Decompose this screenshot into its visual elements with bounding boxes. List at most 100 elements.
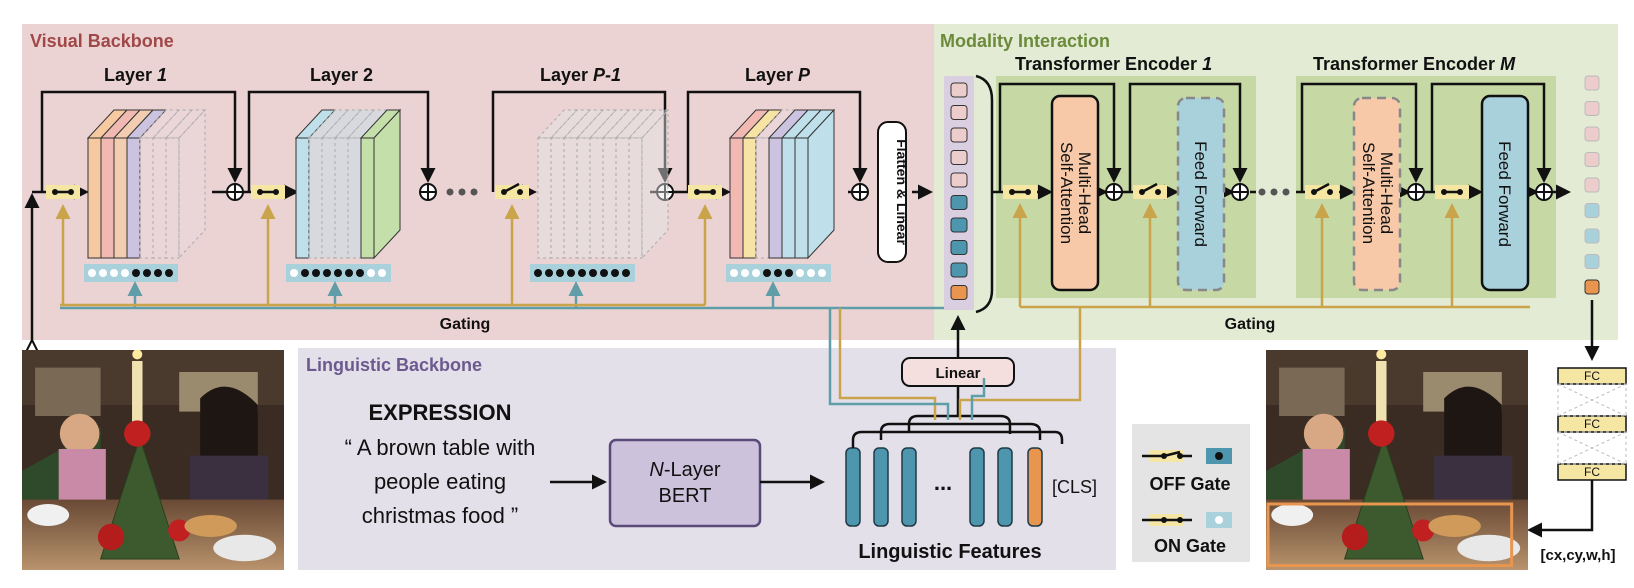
legend-off-gate: OFF Gate bbox=[1142, 448, 1232, 494]
encoder-1-title: Transformer Encoder 1 bbox=[1015, 54, 1212, 74]
slab-top bbox=[754, 109, 797, 139]
modality-interaction-title: Modality Interaction bbox=[940, 31, 1110, 51]
slab-top bbox=[320, 109, 363, 139]
slab-face bbox=[537, 137, 552, 259]
slab-side bbox=[641, 108, 669, 260]
legend-panel bbox=[1132, 424, 1250, 562]
input-image bbox=[22, 350, 284, 570]
mask-bar-layer-1 bbox=[84, 264, 178, 282]
legend-on-gate: ON Gate bbox=[1142, 512, 1232, 556]
token-cell bbox=[950, 172, 968, 188]
feature-arcs bbox=[851, 414, 1064, 448]
cls-label: [CLS] bbox=[1052, 477, 1097, 497]
slab-face bbox=[794, 137, 809, 259]
linguistic-backbone-title: Linguistic Backbone bbox=[306, 355, 482, 375]
sum-node-2 bbox=[419, 183, 437, 201]
slab-face bbox=[165, 137, 180, 259]
slab-top bbox=[138, 109, 181, 139]
fc-label-3: FC bbox=[1584, 465, 1600, 479]
slab-face bbox=[360, 137, 375, 259]
mask-bar-layer-2 bbox=[286, 264, 391, 282]
bert-label-line-2: BERT bbox=[659, 485, 712, 507]
legend-on-label: ON Gate bbox=[1154, 536, 1226, 556]
slab-top bbox=[536, 109, 579, 139]
expression-line-2: people eating bbox=[374, 469, 506, 494]
feature-ellipsis: ... bbox=[934, 470, 952, 495]
head-output-arrow bbox=[1527, 480, 1594, 538]
layer-p-1-stack bbox=[536, 108, 670, 260]
slab-top bbox=[346, 109, 389, 139]
output-token-column bbox=[1584, 75, 1600, 295]
sum-node-4 bbox=[851, 183, 869, 201]
slab-face bbox=[628, 137, 643, 259]
slab-face bbox=[295, 137, 310, 259]
slab-top bbox=[588, 109, 631, 139]
slab-side bbox=[178, 108, 206, 260]
slab-face bbox=[755, 137, 770, 259]
gate-layer-2 bbox=[251, 185, 285, 199]
token-cell bbox=[950, 240, 968, 255]
slab-top bbox=[575, 109, 618, 139]
slab-face bbox=[615, 137, 630, 259]
encoder-sum-nodes bbox=[1105, 183, 1553, 201]
encoder-m-ff-label: Feed Forward bbox=[1495, 141, 1514, 247]
bert-label-line-1: N-Layer bbox=[649, 459, 720, 481]
linear-label: Linear bbox=[935, 365, 980, 382]
slab-top bbox=[614, 109, 657, 139]
expression-line-1: “ A brown table with bbox=[345, 435, 536, 460]
token-cell bbox=[950, 150, 968, 165]
expression-title: EXPRESSION bbox=[368, 400, 511, 425]
sum-node-1 bbox=[226, 183, 244, 201]
fc-label-1: FC bbox=[1584, 369, 1600, 383]
slab-face bbox=[139, 137, 154, 259]
encoder-ellipsis-dots bbox=[1258, 188, 1290, 196]
mask-bar-layer-p bbox=[726, 264, 831, 282]
slab-face bbox=[781, 137, 796, 259]
slab-top bbox=[627, 109, 670, 139]
token-cell bbox=[950, 105, 968, 120]
flatten-linear-label: Flatten & Linear bbox=[894, 139, 910, 245]
visual-ellipsis-dots bbox=[446, 188, 478, 196]
output-image bbox=[1266, 350, 1528, 570]
output-token-cell bbox=[1584, 126, 1600, 142]
legend-off-label: OFF Gate bbox=[1149, 474, 1230, 494]
encoder-m-title: Transformer Encoder M bbox=[1313, 54, 1516, 74]
layer-stacks bbox=[86, 108, 836, 260]
visual-gates bbox=[46, 182, 722, 199]
slab-face bbox=[347, 137, 362, 259]
slab-face bbox=[576, 137, 591, 259]
slab-face bbox=[729, 137, 744, 259]
output-token-cell bbox=[1584, 177, 1600, 193]
layer-1-title: Layer 1 bbox=[104, 65, 167, 85]
slab-top bbox=[601, 109, 644, 139]
encoder-1-ff-block bbox=[1176, 96, 1226, 292]
visual-backbone-title: Visual Backbone bbox=[30, 31, 174, 51]
slab-top bbox=[164, 109, 207, 139]
slab-top bbox=[562, 109, 605, 139]
encoder-m-mhsa-label: Multi-HeadSelf-Attention bbox=[1359, 142, 1396, 244]
token-cell bbox=[950, 217, 968, 233]
token-cell bbox=[950, 262, 968, 278]
gate-enc1-mhsa bbox=[1003, 185, 1037, 199]
slab-side bbox=[373, 108, 401, 260]
slab-face bbox=[87, 137, 102, 259]
output-token-cell bbox=[1584, 75, 1600, 91]
layer-2-stack bbox=[294, 108, 402, 260]
encoder-gates bbox=[1003, 182, 1469, 199]
predicted-bounding-box bbox=[1266, 502, 1514, 568]
encoder-m-ff-block bbox=[1480, 94, 1530, 292]
layer-2-title: Layer 2 bbox=[310, 65, 373, 85]
fc-head: FC FC FC bbox=[1557, 367, 1627, 481]
encoder-1-mhsa-label: Multi-HeadSelf-Attention bbox=[1057, 142, 1094, 244]
expression-line-3: christmas food ” bbox=[362, 503, 519, 528]
visual-sum-nodes bbox=[226, 183, 869, 201]
layer-p-stack bbox=[728, 108, 836, 260]
flatten-linear-box bbox=[877, 121, 907, 263]
slab-face bbox=[768, 137, 783, 259]
token-bracket bbox=[975, 74, 994, 314]
slab-face bbox=[602, 137, 617, 259]
layer-1-stack bbox=[86, 108, 207, 260]
slab-face bbox=[589, 137, 604, 259]
layer-p-1-title: Layer P-1 bbox=[540, 65, 621, 85]
